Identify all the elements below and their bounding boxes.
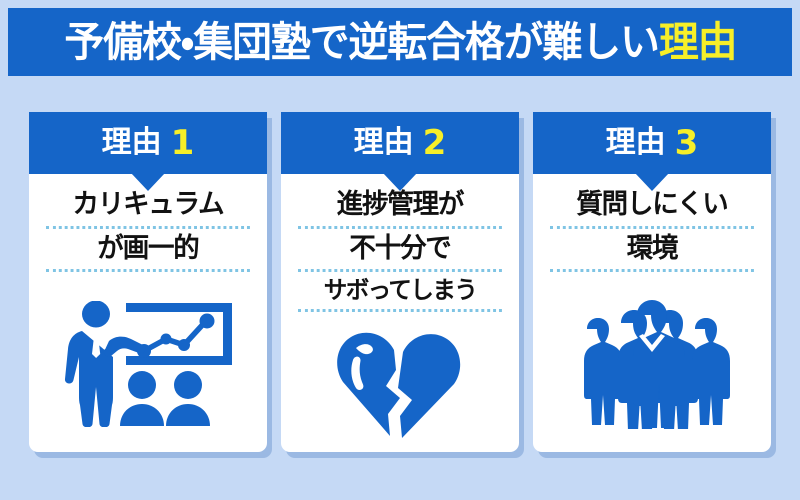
reason-card-1-badge-number: 1 [170,123,195,163]
reason-card-3-badge-number: 3 [674,123,699,163]
reason-card-2-badge-number: 2 [422,123,447,163]
headline-line: が画一的 [46,233,250,272]
page-title-accent: 理由 [658,17,737,66]
reason-card-1-headline: カリキュラム が画一的 [44,189,252,272]
reason-card-3-header: 理由 3 [533,112,771,191]
headline-line: カリキュラム [46,189,250,229]
reason-card-3: 理由 3 質問しにくい 環境 [533,112,771,452]
chevron-down-icon [383,173,417,191]
banner: 予備校・集団塾で逆転合格が難しい理由 [8,8,792,76]
page-title-main: 予備校・集団塾で逆転合格が難しい [63,17,660,66]
broken-heart-icon [289,312,511,452]
chevron-down-icon [131,173,165,191]
headline-line: 環境 [550,233,754,272]
reason-card-2-badge-label: 理由 [353,125,414,160]
reason-card-1-body: カリキュラム が画一的 [29,174,267,452]
headline-line: 進捗管理が [298,189,502,229]
reason-card-3-body: 質問しにくい 環境 [533,174,771,452]
group-of-people-icon [541,272,763,452]
reason-card-3-badge-label: 理由 [605,125,666,160]
reason-card-1-header: 理由 1 [29,112,267,191]
reason-card-1: 理由 1 カリキュラム が画一的 [29,112,267,452]
headline-line: 質問しにくい [550,189,754,229]
page-title: 予備校・集団塾で逆転合格が難しい理由 [64,21,737,63]
headline-line: サボってしまう [298,276,502,313]
reason-card-list: 理由 1 カリキュラム が画一的 [0,112,800,457]
headline-line: 不十分で [298,233,502,272]
reason-card-2-headline: 進捗管理が 不十分で サボってしまう [296,189,504,313]
reason-card-3-headline: 質問しにくい 環境 [548,189,756,272]
reason-card-2: 理由 2 進捗管理が 不十分で サボってしまう [281,112,519,452]
teacher-presenting-chart-icon [37,272,259,452]
reason-card-1-badge-label: 理由 [101,125,162,160]
reason-card-2-body: 進捗管理が 不十分で サボってしまう [281,174,519,452]
reason-card-2-header: 理由 2 [281,112,519,191]
chevron-down-icon [635,173,669,191]
